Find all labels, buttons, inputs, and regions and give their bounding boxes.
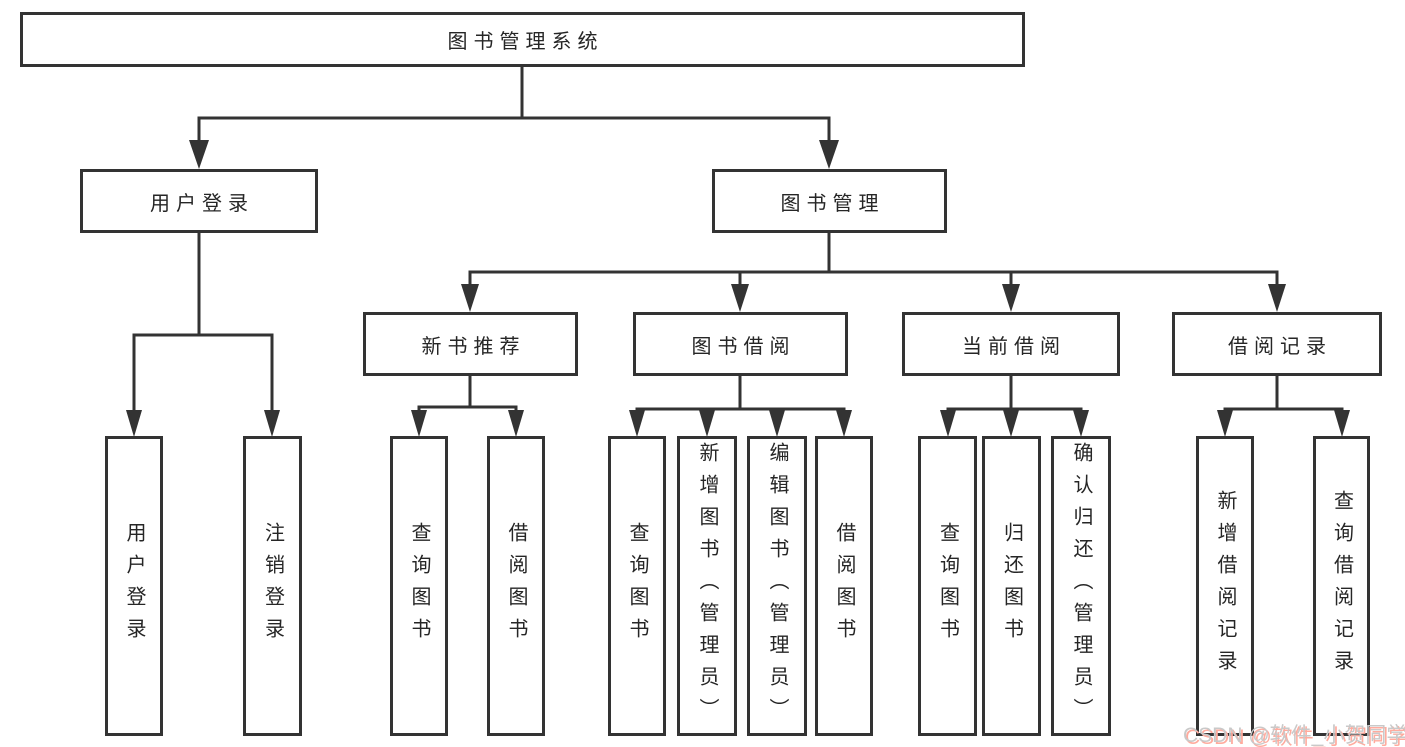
node-label: 当前借阅	[962, 335, 1066, 358]
node-borrow-records: 借阅记录	[1172, 312, 1382, 376]
csdn-watermark: CSDN @软件_小贺同学	[1183, 724, 1405, 747]
leaf-add-borrow-record: 新增借阅记录	[1196, 436, 1254, 736]
arrow-down-icon	[731, 284, 749, 312]
arrow-down-icon	[836, 410, 852, 437]
connector-user-login-split	[132, 333, 274, 412]
node-label: 图书管理系统	[447, 31, 604, 53]
leaf-logout: 注销登录	[243, 436, 302, 736]
node-book-management: 图书管理	[712, 169, 947, 233]
leaf-add-books-admin: 新增图书（管理员）	[677, 436, 737, 736]
connector-borrow-records-split	[1223, 407, 1344, 412]
arrow-down-icon	[189, 140, 209, 169]
connector-current-borrow-split	[946, 407, 1083, 412]
node-label: 借阅记录	[1228, 335, 1332, 358]
node-label: 用户登录	[123, 522, 145, 650]
node-new-book-recommend: 新书推荐	[363, 312, 578, 376]
node-label: 查询图书	[936, 522, 959, 650]
leaf-user-login: 用户登录	[105, 436, 163, 736]
node-library-system: 图书管理系统	[20, 12, 1025, 67]
arrow-down-icon	[699, 410, 715, 437]
node-label: 新增图书（管理员）	[696, 442, 718, 730]
arrow-down-icon	[1003, 410, 1019, 437]
arrow-down-icon	[940, 410, 956, 437]
arrow-down-icon	[1073, 410, 1089, 437]
node-current-borrowing: 当前借阅	[902, 312, 1120, 376]
node-label: 查询图书	[626, 522, 648, 650]
leaf-query-books-recommend: 查询图书	[390, 436, 448, 736]
leaf-query-books-current: 查询图书	[918, 436, 977, 736]
leaf-borrow-books-borrowing: 借阅图书	[815, 436, 873, 736]
node-label: 归还图书	[1000, 522, 1023, 650]
arrow-down-icon	[264, 410, 280, 437]
leaf-return-books: 归还图书	[982, 436, 1041, 736]
arrow-down-icon	[126, 410, 142, 437]
node-label: 查询借阅记录	[1330, 490, 1353, 682]
node-label: 图书借阅	[691, 335, 796, 358]
arrow-down-icon	[1217, 410, 1233, 437]
arrow-down-icon	[1268, 284, 1286, 312]
node-label: 借阅图书	[833, 522, 855, 650]
node-label: 图书管理	[780, 192, 885, 215]
node-label: 查询图书	[408, 522, 430, 650]
node-label: 用户登录	[150, 192, 254, 215]
connector-root-split	[197, 116, 831, 143]
leaf-query-borrow-record: 查询借阅记录	[1313, 436, 1370, 736]
leaf-edit-books-admin: 编辑图书（管理员）	[747, 436, 807, 736]
arrow-down-icon	[411, 410, 427, 437]
node-label: 借阅图书	[505, 522, 527, 650]
leaf-borrow-books-recommend: 借阅图书	[487, 436, 545, 736]
arrow-down-icon	[819, 140, 839, 169]
node-label: 编辑图书（管理员）	[766, 442, 788, 730]
node-label: 注销登录	[261, 522, 284, 650]
connector-book-mgmt-split	[468, 270, 1279, 286]
node-label: 新书推荐	[421, 335, 526, 358]
arrow-down-icon	[1002, 284, 1020, 312]
node-book-borrowing: 图书借阅	[633, 312, 848, 376]
node-user-login: 用户登录	[80, 169, 318, 233]
arrow-down-icon	[629, 410, 645, 437]
node-label: 新增借阅记录	[1214, 490, 1236, 682]
connector-book-borrow-split	[635, 407, 846, 412]
leaf-confirm-return-admin: 确认归还（管理员）	[1051, 436, 1111, 736]
arrow-down-icon	[769, 410, 785, 437]
arrow-down-icon	[508, 410, 524, 437]
arrow-down-icon	[461, 284, 479, 312]
leaf-query-books-borrowing: 查询图书	[608, 436, 666, 736]
arrow-down-icon	[1334, 410, 1350, 437]
connector-new-book-split	[417, 405, 518, 411]
node-label: 确认归还（管理员）	[1070, 442, 1092, 730]
